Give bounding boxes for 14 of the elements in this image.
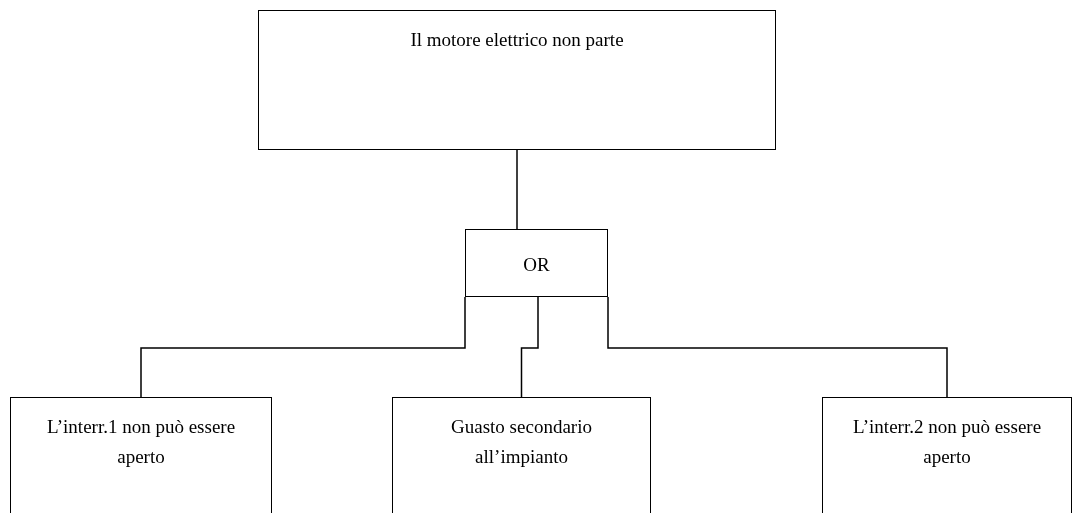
connector-line [140,296,466,398]
event-text: L’interr.2 non può essere aperto [851,415,1043,469]
event-text: Guasto secondario all’impianto [450,415,593,469]
event-box [392,397,651,513]
connector-line [520,296,539,398]
gate-box [465,229,608,297]
event-box [258,10,776,150]
event-text: L’interr.1 non può essere aperto [45,415,237,469]
event-box [10,397,272,513]
connector-line [516,149,518,230]
connector-line [607,296,948,398]
event-text: Il motore elettrico non parte [410,28,624,52]
event-box [822,397,1072,513]
event-text: OR [523,253,550,277]
